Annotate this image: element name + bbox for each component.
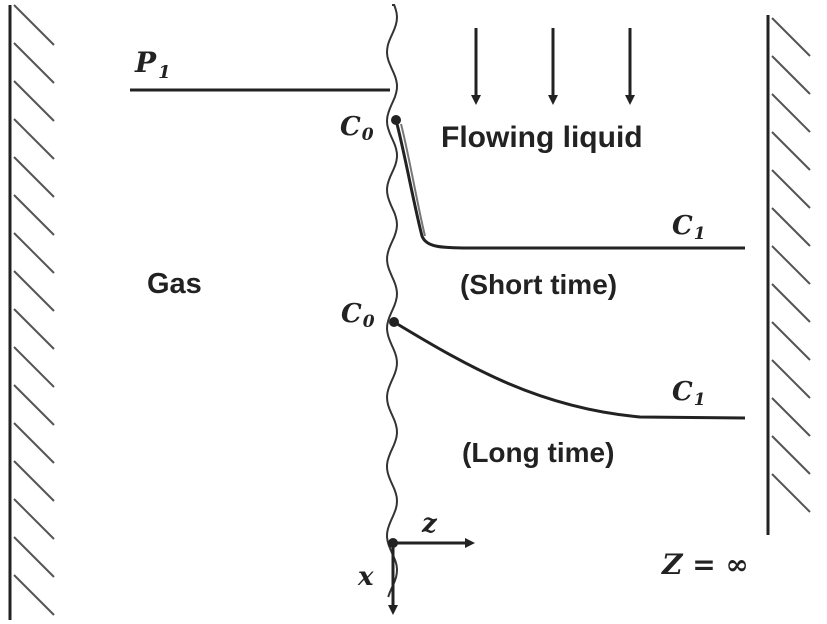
gas-liquid-interface	[385, 4, 399, 598]
pressure-label-subscript: 1	[158, 62, 171, 83]
short-time-profile-shadow	[400, 123, 426, 237]
hatch-mark	[771, 283, 811, 323]
hatch-mark	[13, 574, 55, 616]
hatch-mark	[13, 42, 55, 84]
hatch-mark	[771, 93, 811, 133]
hatch-mark	[771, 169, 811, 209]
hatch-mark	[13, 118, 55, 160]
hatch-mark	[771, 397, 811, 437]
short-time-label: (Short time)	[460, 269, 617, 300]
hatch-mark	[13, 270, 55, 312]
hatch-mark	[13, 384, 55, 426]
long-time-label: (Long time)	[462, 437, 614, 468]
hatch-mark	[13, 422, 55, 464]
hatch-mark	[771, 55, 811, 95]
x-axis-label: x	[357, 562, 374, 592]
hatch-mark	[13, 194, 55, 236]
right-wall	[766, 15, 811, 535]
hatch-mark	[13, 80, 55, 122]
gas-label: Gas	[147, 268, 202, 300]
flow-arrows	[471, 28, 635, 105]
z-infinity-label: Z = ∞	[661, 548, 749, 581]
hatch-mark	[771, 359, 811, 399]
hatch-mark	[771, 321, 811, 361]
hatch-mark	[771, 473, 811, 513]
hatch-mark	[13, 156, 55, 198]
hatch-mark	[13, 4, 55, 46]
c1-label-short: C1	[672, 211, 706, 244]
hatch-mark	[13, 308, 55, 350]
hatch-mark	[771, 131, 811, 171]
hatch-mark	[13, 460, 55, 502]
hatch-mark	[13, 346, 55, 388]
hatch-mark	[771, 207, 811, 247]
c1-long-subscript: 1	[694, 390, 706, 410]
short-time-profile	[394, 119, 745, 250]
hatch-mark	[13, 536, 55, 578]
flowing-liquid-label: Flowing liquid	[441, 121, 643, 154]
c0-label-short: C0	[340, 112, 374, 145]
hatch-mark	[771, 17, 811, 57]
c0-long-subscript: 0	[363, 312, 375, 332]
z-axis-label: z	[421, 509, 438, 539]
c1-label-long: C1	[672, 377, 706, 410]
c0-label-long: C0	[341, 299, 375, 332]
c1-short-subscript: 1	[694, 224, 706, 244]
hatch-mark	[771, 245, 811, 285]
left-wall	[8, 4, 55, 620]
long-time-profile	[393, 320, 746, 420]
c0-short-subscript: 0	[362, 125, 374, 145]
hatch-mark	[771, 435, 811, 475]
hatch-mark	[13, 232, 55, 274]
hatch-mark	[13, 498, 55, 540]
